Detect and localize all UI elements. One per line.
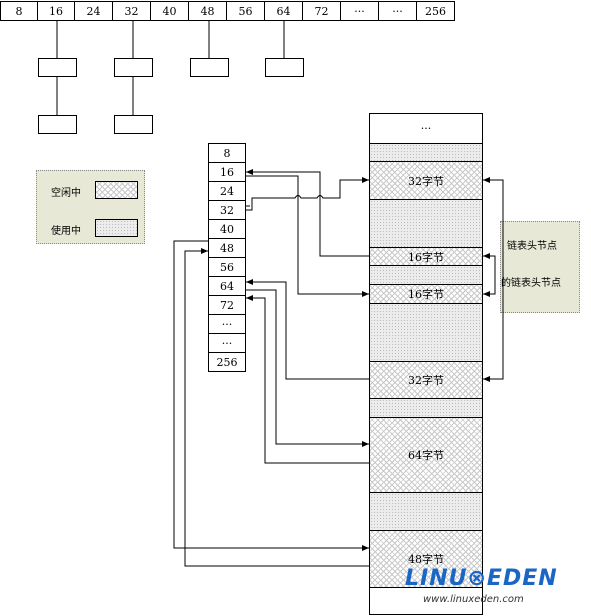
legend-free-label: 空闲中 [51, 188, 81, 199]
note-box: 链表头节点 的链表头节点 [500, 221, 580, 313]
memory-free-block: 16字节 [369, 247, 483, 266]
link-48-a [173, 240, 369, 551]
chain-node [38, 58, 77, 77]
memory-used-block [369, 398, 483, 418]
note-line-1: 链表头节点 [507, 241, 557, 252]
chain-node [114, 115, 153, 134]
legend: 空闲中 使用中 [36, 170, 145, 244]
top-array-cell: 64 [264, 1, 303, 21]
watermark-logo: LINU⊗EDEN [405, 566, 558, 591]
link-32-a [246, 177, 369, 211]
index-array-cell: ··· [208, 314, 246, 334]
top-array-cell: 32 [112, 1, 151, 21]
index-array-cell: 40 [208, 219, 246, 239]
legend-free-swatch [95, 181, 138, 199]
index-array-cell: 16 [208, 162, 246, 182]
watermark: LINU⊗EDEN www.linuxeden.com [405, 566, 585, 612]
memory-used-block [369, 199, 483, 248]
top-array-cell: 256 [416, 1, 455, 21]
memory-used-block [369, 303, 483, 362]
index-array-cell: 24 [208, 181, 246, 201]
top-array-cell: ··· [378, 1, 417, 21]
right-link-b-back [483, 253, 496, 294]
index-array-cell: ··· [208, 333, 246, 353]
index-array-cell: 48 [208, 238, 246, 258]
link-64-c [246, 295, 369, 464]
chain-node [265, 58, 304, 77]
link-64-a [246, 279, 369, 380]
top-array-cell: 24 [74, 1, 113, 21]
legend-used-swatch [95, 219, 138, 237]
note-line-2: 的链表头节点 [501, 278, 561, 289]
memory-top-block: ··· [369, 113, 483, 144]
index-array-cell: 64 [208, 276, 246, 296]
index-array-cell: 72 [208, 295, 246, 315]
memory-used-block [369, 143, 483, 162]
index-array-cell: 56 [208, 257, 246, 277]
chain-node [38, 115, 77, 134]
chain-node [190, 58, 229, 77]
index-array-cell: 256 [208, 352, 246, 372]
memory-free-block: 32字节 [369, 361, 483, 399]
memory-used-block [369, 265, 483, 285]
link-16-a [246, 169, 369, 257]
top-array-cell: 72 [302, 1, 341, 21]
memory-free-block: 32字节 [369, 161, 483, 200]
legend-used-label: 使用中 [51, 226, 81, 237]
link-16-b [246, 175, 369, 297]
top-array-cell: 56 [226, 1, 265, 21]
index-array-cell: 8 [208, 143, 246, 163]
index-array-cell: 32 [208, 200, 246, 220]
right-link-b [483, 255, 496, 297]
top-array-cell: 48 [188, 1, 227, 21]
chain-node [114, 58, 153, 77]
top-array-cell: 8 [0, 1, 38, 21]
watermark-url: www.linuxeden.com [423, 594, 524, 605]
memory-bottom-block [369, 587, 483, 615]
top-array-cell: ··· [340, 1, 379, 21]
top-array-cell: 16 [37, 1, 75, 21]
memory-used-block [369, 492, 483, 531]
memory-free-block: 64字节 [369, 417, 483, 493]
top-array-cell: 40 [150, 1, 189, 21]
memory-free-block: 16字节 [369, 284, 483, 304]
memory-free-block: 48字节 [369, 530, 483, 588]
link-64-b [246, 289, 369, 447]
